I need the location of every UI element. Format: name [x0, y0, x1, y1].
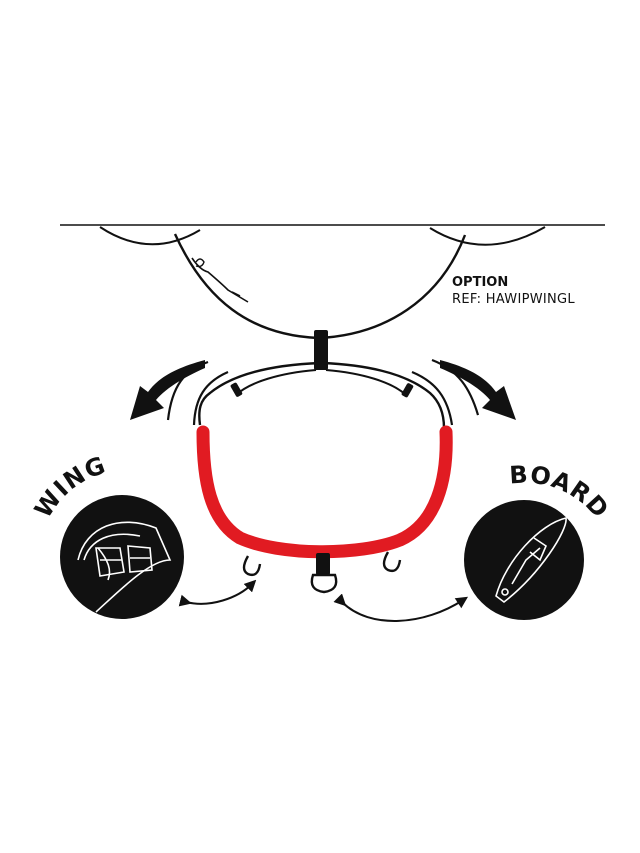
- left-loop: [242, 555, 262, 577]
- top-left-loop: [99, 226, 201, 246]
- top-right-loop: [429, 226, 546, 246]
- right-loop: [382, 551, 402, 573]
- option-knot-tail: [195, 258, 205, 268]
- board-icon: [495, 517, 567, 604]
- double-arrow-left: [178, 579, 257, 607]
- arrow-right-icon: [440, 360, 516, 420]
- option-title: OPTION: [452, 275, 508, 290]
- leash-line-left: [198, 361, 321, 426]
- left-clip: [230, 382, 243, 397]
- right-clip: [401, 383, 414, 398]
- leash-line-right: [321, 361, 446, 429]
- option-line: [173, 233, 467, 340]
- arrow-left-icon: [130, 360, 205, 420]
- red-leash: [196, 425, 453, 559]
- motion-line-left-2: [192, 370, 229, 426]
- option-knot: [191, 257, 249, 303]
- center-clip: [314, 330, 328, 370]
- wing-icon: [77, 521, 172, 613]
- motion-line-right-1: [431, 358, 480, 416]
- board-circle: [464, 500, 584, 620]
- d-ring-strap: [316, 553, 330, 575]
- double-arrow-right: [333, 593, 469, 622]
- d-ring: [310, 573, 338, 594]
- leash-line-right-2: [325, 369, 407, 396]
- option-ref: REF: HAWIPWINGL: [452, 292, 575, 307]
- motion-line-right-2: [411, 370, 454, 426]
